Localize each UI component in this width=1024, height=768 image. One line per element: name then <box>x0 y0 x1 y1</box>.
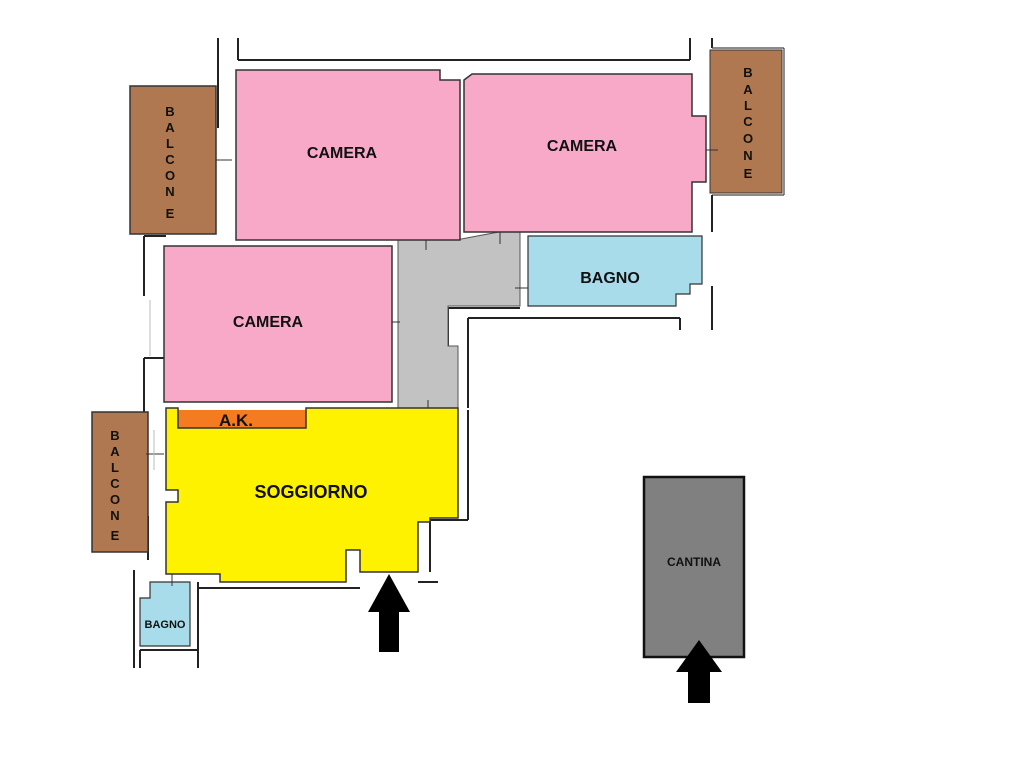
svg-text:A: A <box>110 444 120 459</box>
balcone-top-right-label: B A L C O N E <box>743 65 753 181</box>
svg-text:A: A <box>743 82 753 97</box>
svg-text:C: C <box>110 476 120 491</box>
svg-text:N: N <box>165 184 174 199</box>
ak-area: A.K. <box>178 410 306 430</box>
svg-text:L: L <box>166 136 174 151</box>
svg-text:O: O <box>165 168 175 183</box>
svg-text:N: N <box>110 508 119 523</box>
camera-left: CAMERA <box>149 245 393 403</box>
camera-top-right-label: CAMERA <box>547 138 618 155</box>
bagno-main: BAGNO <box>527 235 703 307</box>
svg-text:E: E <box>166 206 175 221</box>
cantina-label: CANTINA <box>667 555 721 569</box>
svg-text:A: A <box>165 120 175 135</box>
svg-text:C: C <box>165 152 175 167</box>
balcone-bottom-left: B A L C O N E <box>91 411 164 553</box>
bagno-main-label: BAGNO <box>580 270 640 287</box>
ak-label: A.K. <box>219 411 253 430</box>
bagno-small: BAGNO <box>139 574 191 647</box>
svg-text:B: B <box>743 65 752 80</box>
balcone-bottom-left-label: B A L C O N E <box>110 428 120 543</box>
bagno-small-label: BAGNO <box>145 619 186 631</box>
svg-text:L: L <box>111 460 119 475</box>
up-arrow-icon <box>368 574 410 652</box>
svg-text:B: B <box>165 104 174 119</box>
camera-top-right: CAMERA <box>463 73 707 233</box>
svg-text:N: N <box>743 148 752 163</box>
camera-top-left-label: CAMERA <box>307 145 378 162</box>
balcone-top-right: B A L C O N E <box>694 49 783 194</box>
soggiorno: SOGGIORNO <box>153 407 459 583</box>
svg-text:O: O <box>743 131 753 146</box>
svg-text:L: L <box>744 98 752 113</box>
svg-text:C: C <box>743 114 753 129</box>
up-arrow-icon <box>676 640 722 703</box>
corridor <box>385 227 538 414</box>
cantina: CANTINA <box>642 475 746 659</box>
soggiorno-label: SOGGIORNO <box>254 482 367 502</box>
balcone-top-left-label: B A L C O N E <box>165 104 175 221</box>
svg-text:O: O <box>110 492 120 507</box>
svg-text:B: B <box>110 428 119 443</box>
svg-text:E: E <box>111 528 120 543</box>
camera-left-label: CAMERA <box>233 314 304 331</box>
svg-text:E: E <box>744 166 753 181</box>
camera-top-left: CAMERA <box>235 69 461 241</box>
balcone-top-left: B A L C O N E <box>129 85 232 235</box>
